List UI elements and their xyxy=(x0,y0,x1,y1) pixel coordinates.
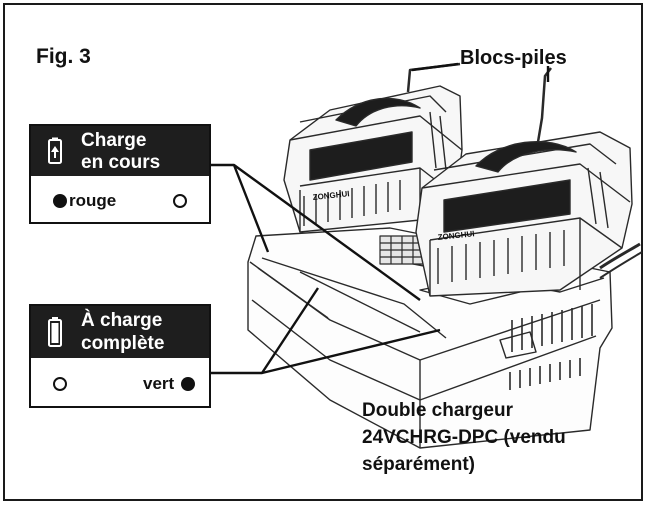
charged-title-line2: complète xyxy=(81,333,165,354)
charger-label: Double chargeur 24VCHRG-DPC (vendu sépar… xyxy=(362,397,566,478)
charging-status-card: Charge en cours rouge xyxy=(29,124,211,224)
battery-packs-label: Blocs-piles xyxy=(460,47,567,69)
charging-card-header: Charge en cours xyxy=(31,126,209,176)
charged-card-header: À charge complète xyxy=(31,306,209,358)
green-indicator-dot-off xyxy=(173,194,187,208)
green-indicator-label: vert xyxy=(143,374,175,393)
battery-brand-right: ZONGHUI xyxy=(437,229,475,242)
battery-pack-left xyxy=(283,62,463,233)
red-indicator-dot xyxy=(53,194,67,208)
figure-label: Fig. 3 xyxy=(36,45,91,68)
battery-brand-left: ZONGHUI xyxy=(312,189,350,202)
charging-card-body: rouge xyxy=(31,176,209,222)
connector-grid xyxy=(379,235,425,265)
charger-label-line3: séparément) xyxy=(362,454,475,475)
red-indicator-dot-off xyxy=(53,377,67,391)
charged-title-line1: À charge xyxy=(81,310,163,331)
green-indicator-dot xyxy=(181,377,195,391)
power-cable xyxy=(599,242,641,270)
charged-card-body: vert xyxy=(31,358,209,406)
battery-charging-icon xyxy=(48,137,62,164)
vent-slots xyxy=(509,304,593,390)
charging-title-line1: Charge xyxy=(81,130,147,151)
charged-status-card: À charge complète vert xyxy=(29,304,211,408)
charger-label-line2: 24VCHRG-DPC (vendu xyxy=(362,427,566,448)
battery-full-icon xyxy=(48,317,62,347)
battery-pack-right xyxy=(415,67,633,297)
charging-title-line2: en cours xyxy=(81,152,161,173)
charger-label-line1: Double chargeur xyxy=(362,400,513,421)
red-indicator-label: rouge xyxy=(69,191,117,210)
leader-lines xyxy=(210,163,441,375)
